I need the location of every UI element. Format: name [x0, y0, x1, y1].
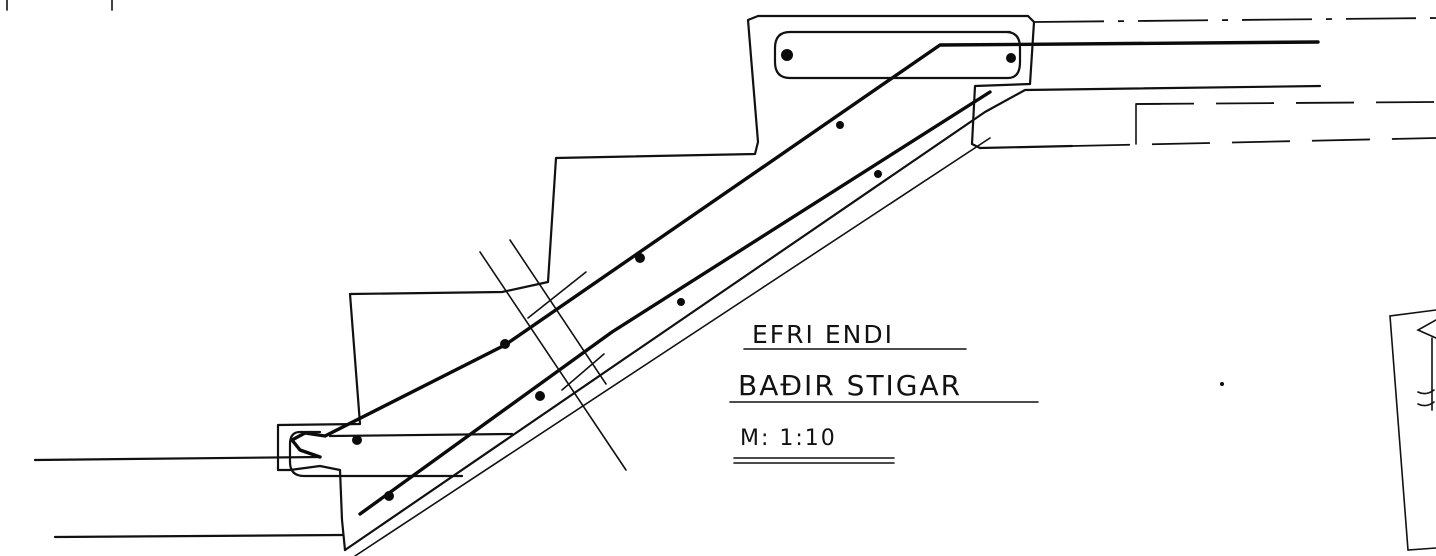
soffit-outer-line	[343, 84, 1322, 552]
lower-rebar-hook	[288, 430, 464, 478]
bottom-rebar	[358, 90, 992, 516]
title-underlines	[729, 348, 1039, 464]
lower-landing-top-line	[33, 455, 322, 462]
lower-landing-bottom-line	[53, 533, 344, 539]
soffit-inner-line	[354, 137, 991, 556]
upper-landing-dashed-mid	[1135, 101, 1436, 105]
upper-landing-dashed-upper	[1033, 17, 1436, 23]
break-lines	[479, 239, 627, 471]
top-rebar	[290, 40, 1320, 459]
title-line-1: EFRI ENDI	[752, 320, 894, 349]
stair-top-profile	[276, 14, 1036, 552]
rebar-dots	[352, 49, 1224, 501]
upper-rebar-hook	[773, 30, 1022, 80]
landing-rebar-short	[328, 432, 514, 438]
scale-label: M: 1:10	[740, 426, 837, 451]
joist-bracket	[1135, 103, 1161, 145]
adjacent-detail-fragment	[1389, 309, 1436, 551]
top-edge-ticks	[6, 0, 113, 11]
title-line-2: BAÐIR STIGAR	[738, 369, 963, 402]
upper-landing-underside	[978, 144, 1074, 150]
upper-landing-dashed-lower	[1071, 137, 1436, 147]
